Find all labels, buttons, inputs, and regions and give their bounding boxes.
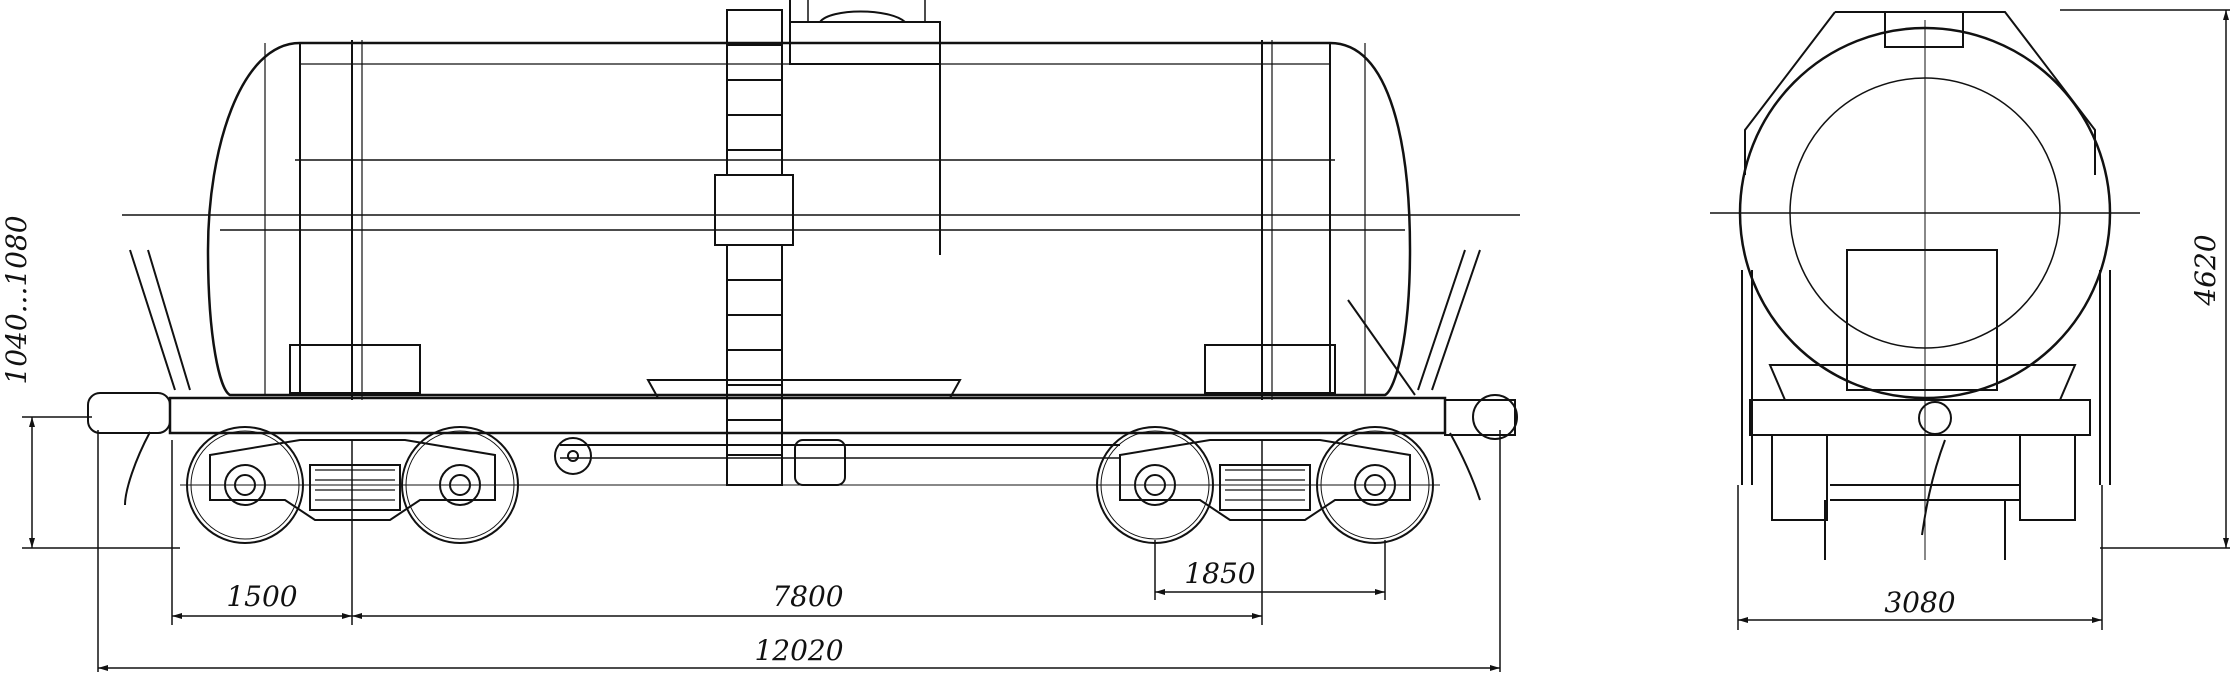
hand-brake-wheel [554,437,592,475]
end-plate [1846,249,1998,391]
end-coupler [1918,401,1952,435]
coupler-left [87,392,171,434]
box-right [1204,344,1336,394]
upper-ladder [714,9,794,246]
dimension-labels: 1500 7800 1850 12020 3080 4620 1040...10… [0,215,2222,667]
dim-label-coupler-height: 1040...1080 [0,215,33,384]
center-sill [168,396,1447,435]
side-brace-right [1347,299,1416,396]
end-dome [1884,11,1964,48]
dimensions [22,9,2230,672]
dim-label-4620: 4620 [2189,234,2222,306]
end-bogie-right [2019,434,2076,521]
end-side-rail-right [2099,270,2111,485]
end-rail-right [1417,249,1481,391]
hand-brake-hub [567,450,579,462]
box-left [289,344,421,394]
tank-shell [206,41,1412,397]
dim-label-1500: 1500 [226,580,297,613]
dim-label-7800: 7800 [772,580,843,613]
end-rail-left [129,249,191,391]
brake-cylinder [794,439,846,486]
lower-ladder [726,244,783,486]
end-bogie-left [1771,434,1828,521]
coupler-right-head [1472,394,1518,440]
end-view [1710,11,2140,560]
dim-label-1850: 1850 [1184,557,1255,590]
coupler-right-hose [1449,432,1481,501]
side-view [87,0,1520,544]
end-hose [1921,439,1946,536]
coupler-left-hose [124,431,151,506]
dim-label-12020: 12020 [754,634,843,667]
end-side-rail-left [1741,270,1753,485]
dome-cap [819,10,906,23]
end-bolster [1768,364,2077,401]
coupler-right [1444,399,1516,436]
dim-label-3080: 3080 [1884,586,1955,619]
end-top-frame [1744,11,2096,175]
